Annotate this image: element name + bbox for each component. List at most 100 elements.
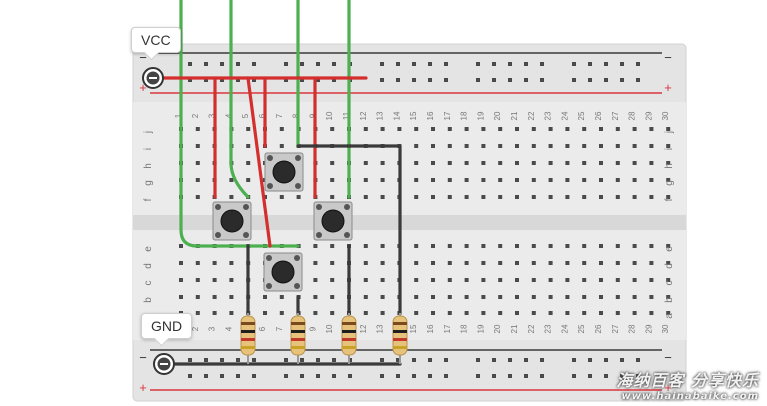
column-number: 16 (426, 111, 435, 120)
terminal-hole (363, 295, 368, 299)
terminal-hole (380, 278, 385, 282)
terminal-hole (363, 311, 368, 315)
terminal-hole (447, 311, 452, 315)
rail-hole (284, 374, 288, 378)
rail-hole (188, 358, 192, 362)
terminal-hole (464, 178, 469, 182)
terminal-hole (195, 261, 200, 265)
button-pin (266, 283, 272, 289)
resistor-body (392, 315, 408, 356)
terminal-hole (363, 161, 368, 165)
terminal-hole (313, 311, 318, 315)
column-number: 13 (376, 111, 385, 120)
column-number: 11 (342, 111, 351, 120)
rail-hole (428, 358, 432, 362)
rail-hole (316, 358, 320, 362)
terminal-hole (599, 295, 603, 299)
terminal-hole (632, 244, 637, 248)
column-number: 9 (308, 113, 317, 118)
resistor-band (241, 338, 255, 341)
terminal-hole (195, 311, 200, 315)
terminal-hole (599, 127, 603, 131)
terminal-hole (229, 278, 234, 282)
terminal-area-top (133, 102, 686, 215)
rail-hole (636, 62, 640, 66)
rail-hole (300, 62, 304, 66)
column-number: 12 (359, 324, 368, 333)
terminal-hole (649, 244, 654, 248)
resistor-band (291, 330, 305, 333)
terminal-hole (229, 311, 234, 315)
gnd-connector (153, 353, 175, 375)
resistor-band (241, 346, 255, 349)
rail-hole (236, 374, 240, 378)
terminal-hole (515, 161, 519, 165)
terminal-hole (380, 161, 385, 165)
terminal-hole (582, 295, 587, 299)
terminal-hole (548, 311, 553, 315)
terminal-hole (615, 295, 620, 299)
terminal-hole (263, 311, 267, 315)
terminal-hole (380, 311, 385, 315)
rail-hole (412, 358, 416, 362)
rail-hole (540, 78, 544, 82)
resistor-body (290, 315, 306, 356)
rail-hole (508, 374, 512, 378)
terminal-hole (246, 144, 251, 148)
rail-hole (348, 374, 352, 378)
rail-hole (636, 78, 640, 82)
row-letter: i (143, 148, 154, 150)
terminal-hole (414, 127, 419, 131)
terminal-hole (599, 311, 603, 315)
row-letter: a (664, 313, 675, 319)
terminal-hole (464, 144, 469, 148)
rail-hole (604, 62, 608, 66)
column-number: 15 (409, 324, 418, 333)
button-cap (321, 209, 345, 233)
rail-hole (604, 358, 608, 362)
terminal-hole (649, 295, 654, 299)
pushbutton-3 (313, 201, 353, 241)
terminal-hole (414, 278, 419, 282)
button-pin (344, 232, 350, 238)
button-pin (266, 255, 272, 261)
terminal-hole (330, 161, 335, 165)
terminal-hole (363, 244, 368, 248)
column-number: 7 (275, 113, 284, 118)
resistor-2 (290, 313, 306, 364)
terminal-hole (330, 311, 335, 315)
row-letter: b (143, 297, 154, 303)
button-pin (215, 204, 221, 210)
resistor-band (342, 346, 356, 349)
rail-hole (332, 374, 336, 378)
terminal-hole (464, 195, 469, 199)
terminal-hole (498, 244, 503, 248)
terminal-hole (447, 178, 452, 182)
terminal-hole (515, 295, 519, 299)
rail-hole (476, 358, 480, 362)
button-pin (243, 232, 249, 238)
column-number: 27 (611, 324, 620, 333)
terminal-hole (582, 161, 587, 165)
column-number: 27 (611, 111, 620, 120)
terminal-hole (632, 178, 637, 182)
column-number: 28 (628, 111, 637, 120)
resistor-band (393, 322, 407, 325)
column-number: 30 (661, 111, 670, 120)
button-pin (215, 232, 221, 238)
terminal-hole (599, 244, 603, 248)
terminal-hole (380, 127, 385, 131)
terminal-hole (363, 195, 368, 199)
resistor-band (241, 322, 255, 325)
wires-front (142, 67, 175, 375)
resistor-band (342, 338, 356, 341)
rail-hole (396, 62, 400, 66)
terminal-hole (464, 311, 469, 315)
terminal-hole (565, 144, 570, 148)
resistor-band (342, 330, 356, 333)
terminal-hole (481, 178, 486, 182)
rail-hole (492, 78, 496, 82)
terminal-hole (632, 278, 637, 282)
terminal-hole (447, 195, 452, 199)
rail-hole (284, 358, 288, 362)
